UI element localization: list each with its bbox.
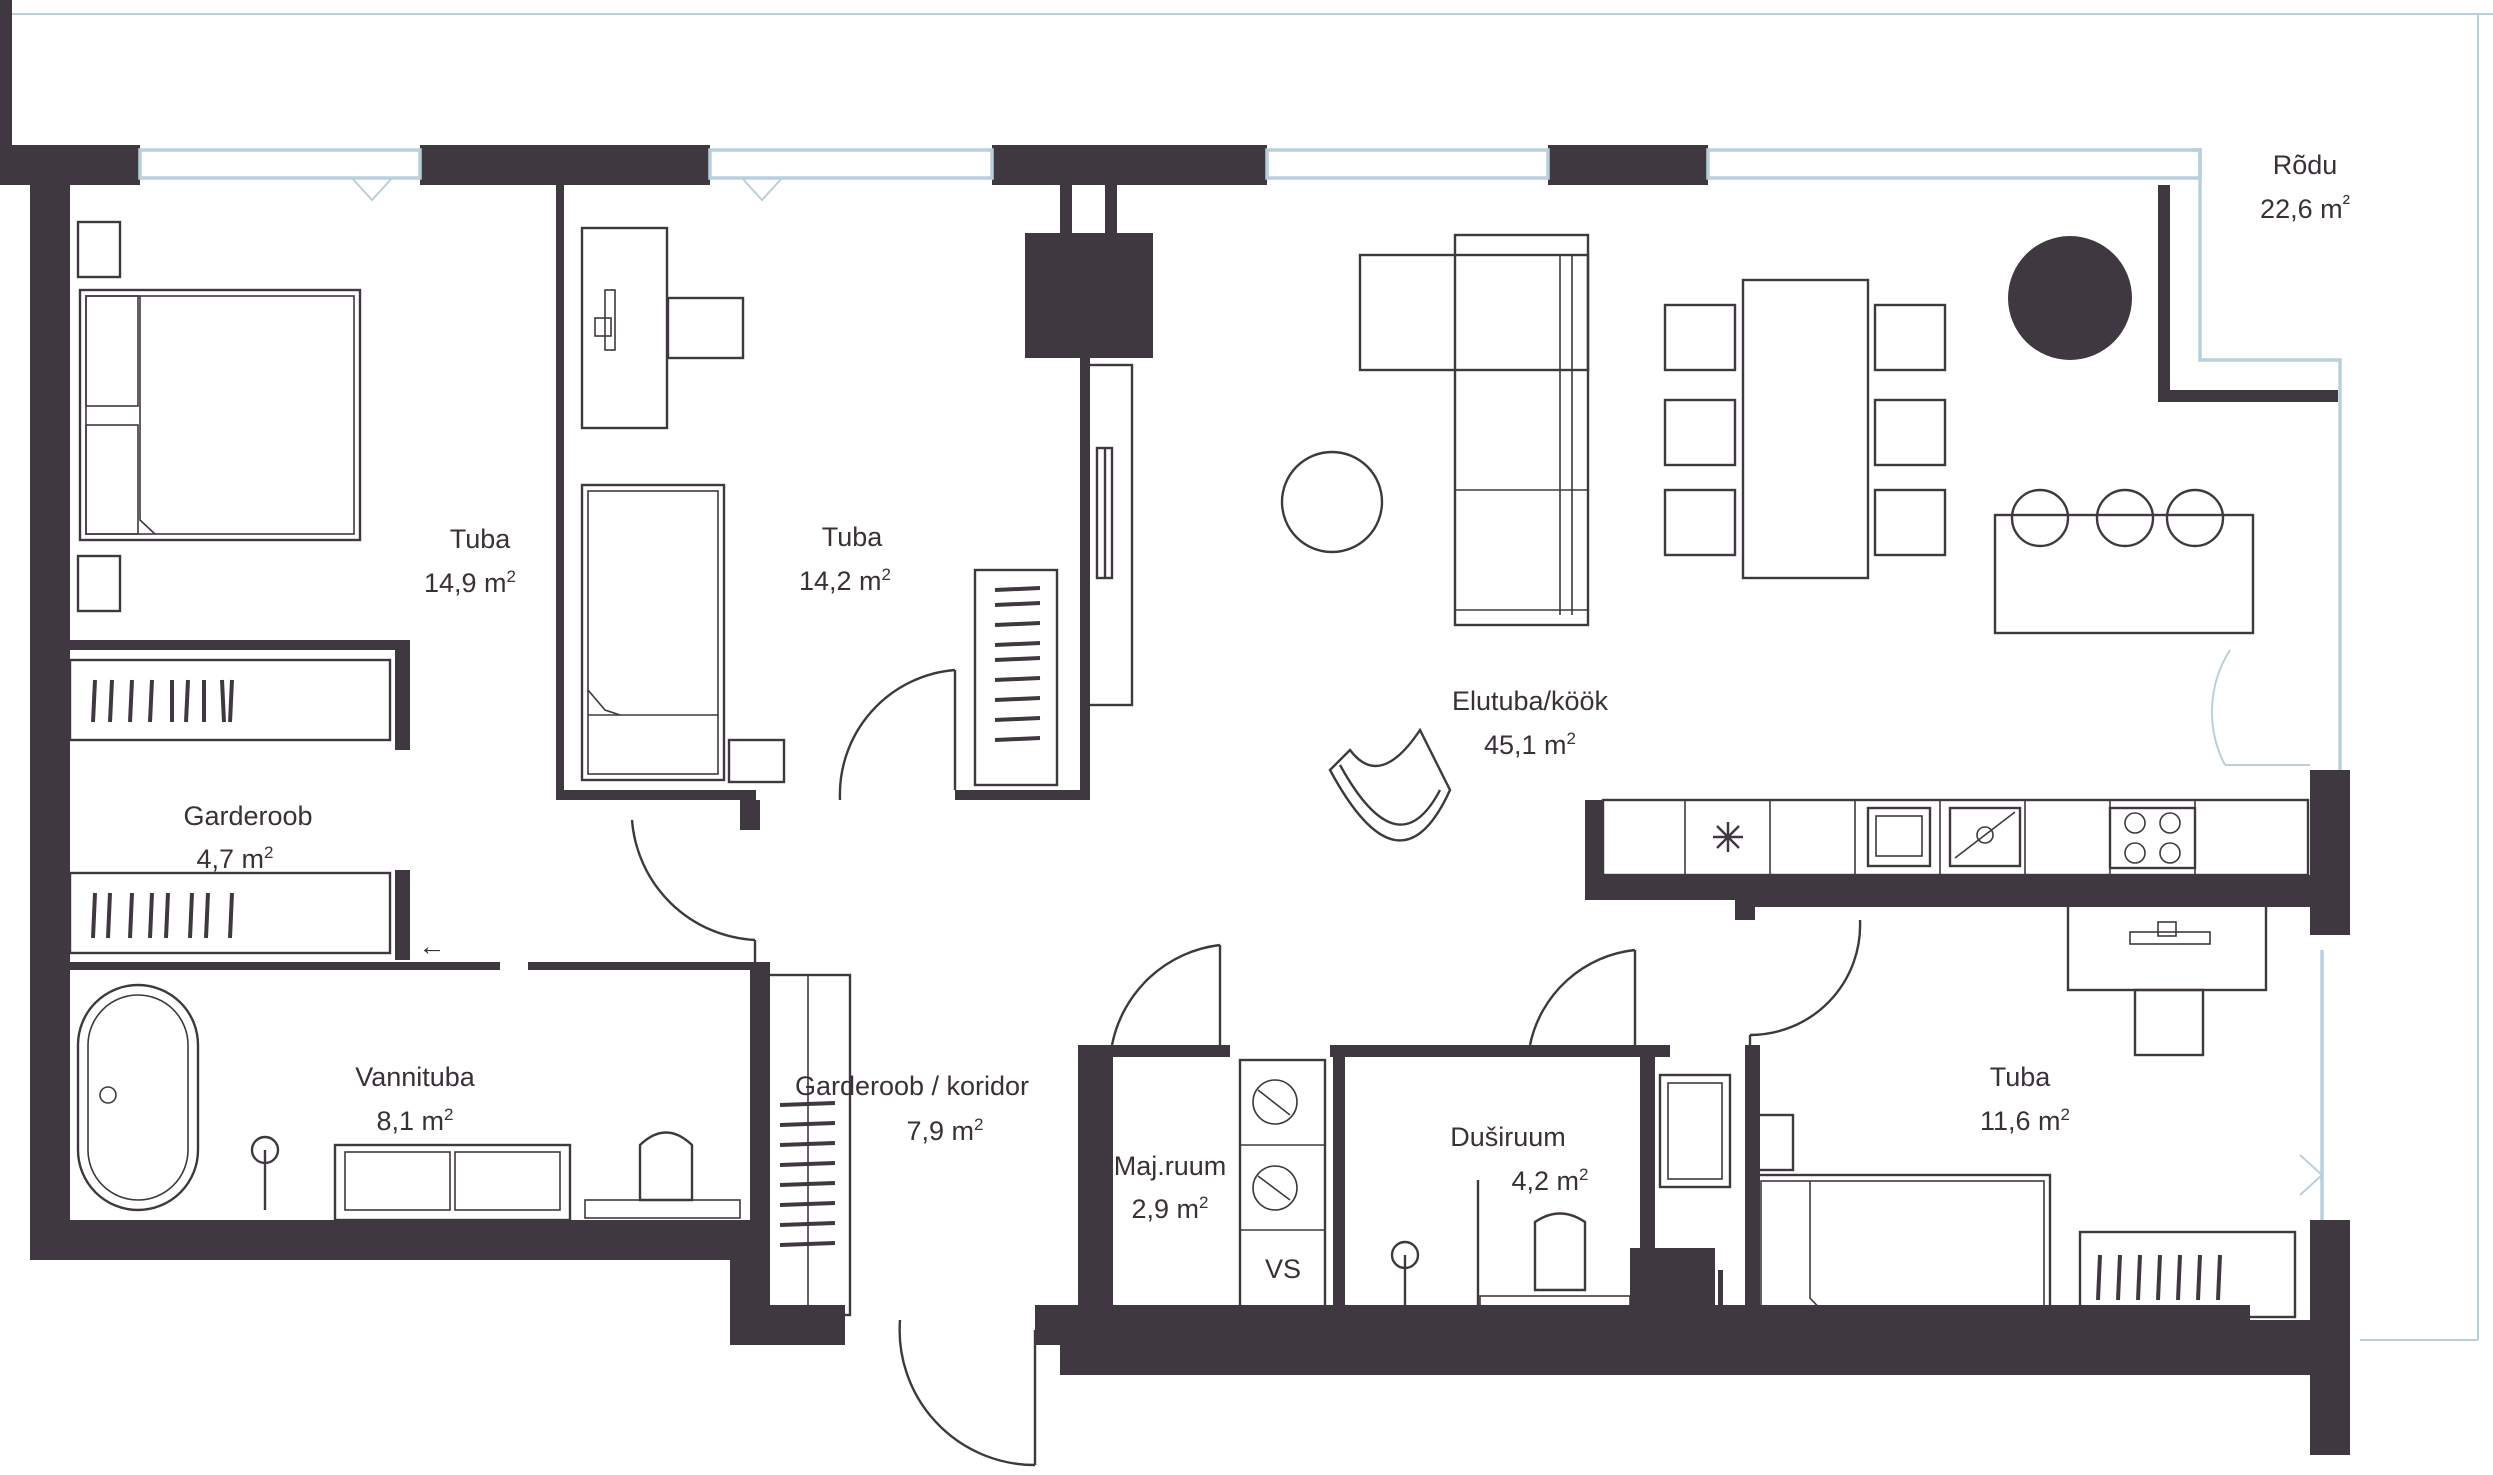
- room-name: Maj.ruum: [1114, 1151, 1227, 1181]
- toilet: [1533, 1212, 1587, 1292]
- sofa: [1358, 253, 1590, 372]
- wc-label: VS: [1265, 1254, 1301, 1284]
- room-area: 4,2: [1511, 1166, 1549, 1196]
- desk: [2066, 903, 2268, 992]
- svg-text:22,6 m²: 22,6 m²: [2260, 190, 2350, 224]
- room-labels: Tuba 14,9 m2 Tuba 14,2 m2 Elutuba/köök 4…: [183, 150, 2350, 1284]
- wardrobe-furniture: [68, 658, 392, 955]
- corridor-wardrobe: [763, 973, 852, 1317]
- single-bed: [1753, 1173, 2052, 1322]
- svg-text:14,9 m2: 14,9 m2: [424, 567, 516, 598]
- room-area: 11,6: [1980, 1106, 2031, 1136]
- svg-text:8,1 m2: 8,1 m2: [376, 1105, 453, 1136]
- living-furniture: [1080, 233, 2310, 877]
- balcony-outline: [0, 13, 2493, 1341]
- bedroom-3-furniture: [1753, 903, 2297, 1322]
- room-area: 14,9: [424, 568, 477, 598]
- toilet: [638, 1131, 694, 1202]
- room-name: Tuba: [822, 522, 884, 552]
- armchair: [1328, 727, 1452, 842]
- room-name: Garderoob / koridor: [795, 1071, 1029, 1101]
- svg-text:45,1 m2: 45,1 m2: [1484, 729, 1576, 760]
- room-name: Elutuba/köök: [1452, 686, 1609, 716]
- dining-table: [1741, 278, 1870, 580]
- room-name: Duširuum: [1450, 1122, 1566, 1152]
- svg-text:4,7 m2: 4,7 m2: [196, 843, 273, 874]
- tv-unit: [1080, 363, 1134, 707]
- room-name: Tuba: [450, 524, 512, 554]
- svg-text:4,2 m2: 4,2 m2: [1511, 1165, 1588, 1196]
- doors: [630, 668, 1862, 1467]
- svg-text:7,9 m2: 7,9 m2: [906, 1115, 983, 1146]
- room-name: Rõdu: [2273, 150, 2338, 180]
- chair: [666, 296, 745, 360]
- walls: [0, 0, 2350, 1455]
- room-name: Garderoob: [183, 801, 312, 831]
- room-area: 14,2: [799, 566, 852, 596]
- windows: [138, 148, 2342, 1220]
- bedroom-2-furniture: [580, 226, 1059, 787]
- bathroom-furniture: [76, 983, 741, 1222]
- arrow-icon: ←: [419, 931, 446, 961]
- room-name: Tuba: [1990, 1062, 2052, 1092]
- bedroom-1-furniture: [76, 220, 362, 613]
- room-area: 8,1: [376, 1106, 414, 1136]
- shower-furniture: [1390, 1073, 1732, 1320]
- double-bed: [78, 288, 362, 542]
- svg-text:11,6 m2: 11,6 m2: [1980, 1105, 2070, 1136]
- dining-chairs: [1663, 303, 1947, 557]
- sink: [1658, 1073, 1732, 1189]
- utility-furniture: [1238, 1058, 1327, 1317]
- svg-text:2,9 m2: 2,9 m2: [1131, 1193, 1208, 1224]
- chair: [2133, 988, 2205, 1057]
- wardrobe: [2078, 1230, 2297, 1319]
- room-area: 45,1: [1484, 730, 1537, 760]
- room-area: 4,7: [196, 844, 234, 874]
- kitchen-counter: [1601, 798, 2310, 877]
- single-bed: [580, 483, 726, 782]
- room-name: Vannituba: [355, 1062, 476, 1092]
- room-area: 7,9: [906, 1116, 944, 1146]
- svg-text:14,2 m2: 14,2 m2: [799, 565, 891, 596]
- room-area: 2,9: [1131, 1194, 1169, 1224]
- bar-counter: [1993, 513, 2255, 635]
- round-table: [2008, 236, 2132, 360]
- room-area: 22,6: [2260, 194, 2313, 224]
- double-sink: [333, 1143, 572, 1222]
- bookshelf: [973, 568, 1059, 787]
- bathtub: [76, 983, 200, 1212]
- coffee-table: [1280, 450, 1384, 554]
